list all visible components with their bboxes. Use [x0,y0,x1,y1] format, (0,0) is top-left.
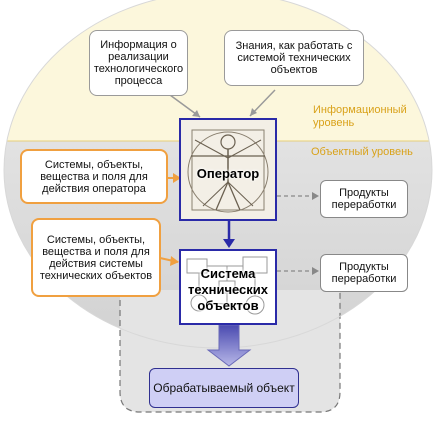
system-inputs-box: Системы, объекты, вещества и поля для де… [31,218,161,297]
knowledge-box: Знания, как работать с системой техничес… [224,30,364,86]
object-level-label: Объектный уровень [311,146,413,158]
process-info-box: Информация о реализации технологического… [89,30,188,96]
products-box-1: Продукты переработки [320,180,408,218]
machinery-icon [181,251,275,323]
info-level-label: Информационный уровень [313,104,407,129]
operator-box: Оператор [179,118,277,221]
processed-object-box: Обрабатываемый объект [149,368,299,408]
vitruvian-man-icon [181,120,275,219]
down-arrow [206,324,252,367]
operator-label: Оператор [196,166,260,181]
products-box-2: Продукты переработки [320,254,408,292]
operator-inputs-box: Системы, объекты, вещества и поля для де… [20,149,168,204]
system-box: Система технических объектов [179,249,277,325]
system-label: Система технических объектов [187,266,269,313]
